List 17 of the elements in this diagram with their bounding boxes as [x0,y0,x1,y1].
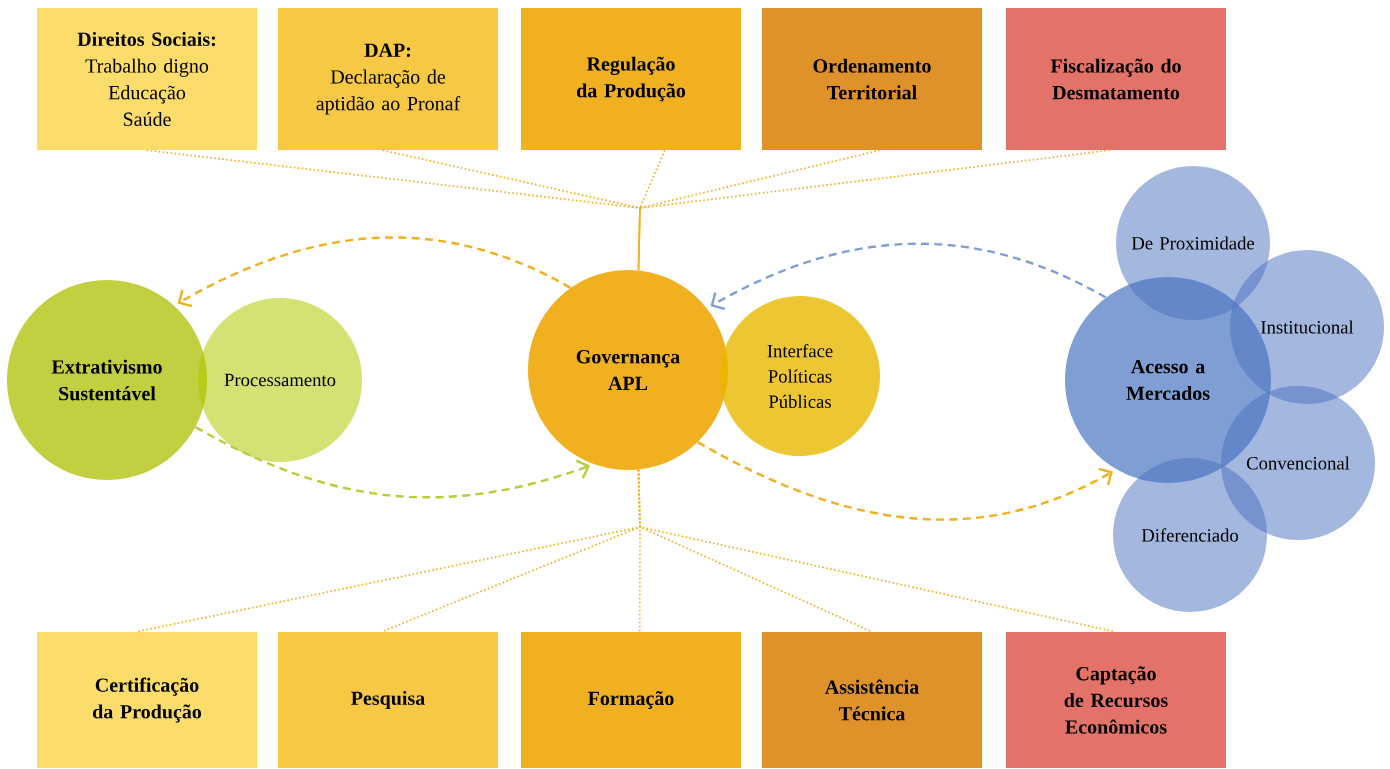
topic-box: Pesquisa [278,632,498,768]
connector-line [637,468,1116,633]
curved-arrow [710,242,1107,310]
topic-box: Regulação da Produção [521,8,741,150]
topic-box: Fiscalização do Desmatamento [1006,8,1226,150]
topic-box: Ordenamento Territorial [762,8,982,150]
topic-box: Captação de Recursos Econômicos [1006,632,1226,768]
topic-box: Formação [521,632,741,768]
curved-arrow [177,236,572,308]
curved-arrow [194,426,590,499]
curved-arrow [697,441,1113,521]
topic-box: Assistência Técnica [762,632,982,768]
topic-box: Certificação da Produção [37,632,257,768]
connector-line [381,149,641,272]
topic-box: Direitos Sociais: Trabalho digno Educação Saúde [37,8,257,150]
topic-box: DAP: Declaração de aptidão ao Pronaf [278,8,498,150]
connector-line [637,149,881,272]
